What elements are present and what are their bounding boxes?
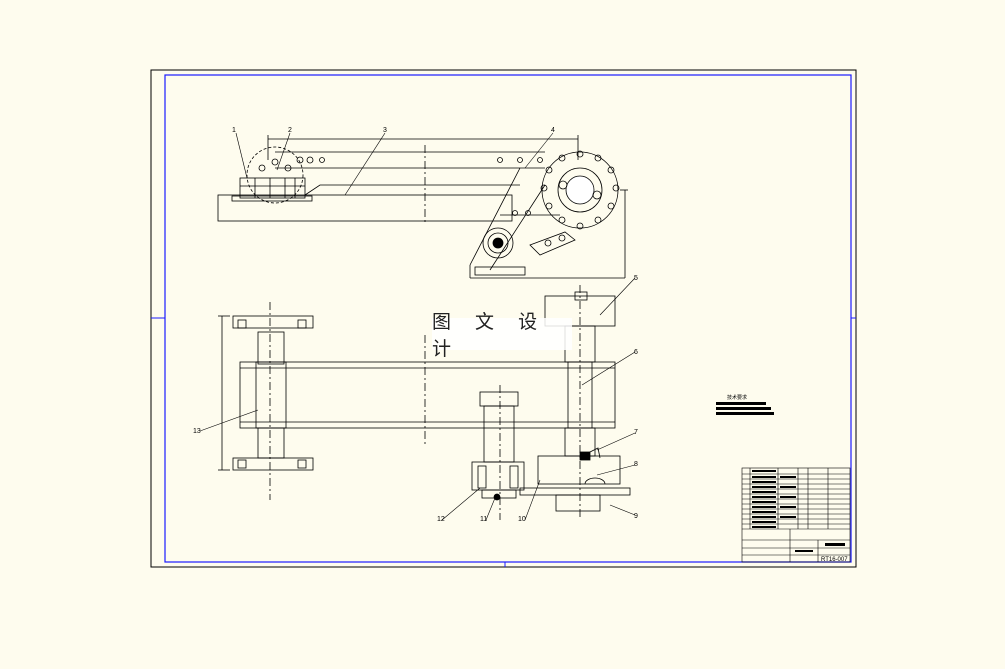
tech-requirements-title: 技术要求 [727, 394, 747, 401]
part-label-4: 4 [551, 127, 555, 134]
part-label-13: 13 [193, 428, 201, 435]
drawing-number: RT16-007 [821, 557, 848, 563]
part-label-10: 10 [518, 516, 526, 523]
part-label-5: 5 [634, 275, 638, 282]
part-label-1: 1 [232, 127, 236, 134]
leader-lines [199, 132, 636, 521]
bottom-view [218, 285, 631, 520]
part-label-12: 12 [437, 516, 445, 523]
watermark: 图 文 设 计 [432, 311, 572, 360]
part-label-11: 11 [480, 516, 487, 523]
part-label-9: 9 [634, 513, 638, 520]
title-block-fills [752, 470, 845, 552]
part-label-8: 8 [634, 461, 638, 468]
part-numbers: 1 2 3 4 5 6 7 8 9 10 11 12 13 [193, 127, 638, 523]
title-block [741, 467, 851, 563]
part-label-2: 2 [288, 127, 292, 134]
top-view [217, 135, 628, 279]
part-label-3: 3 [383, 127, 387, 134]
part-label-6: 6 [634, 349, 638, 356]
watermark-text: 图 文 设 计 [432, 311, 547, 360]
technical-requirements: 技术要求 [716, 394, 774, 415]
part-label-7: 7 [634, 429, 638, 436]
